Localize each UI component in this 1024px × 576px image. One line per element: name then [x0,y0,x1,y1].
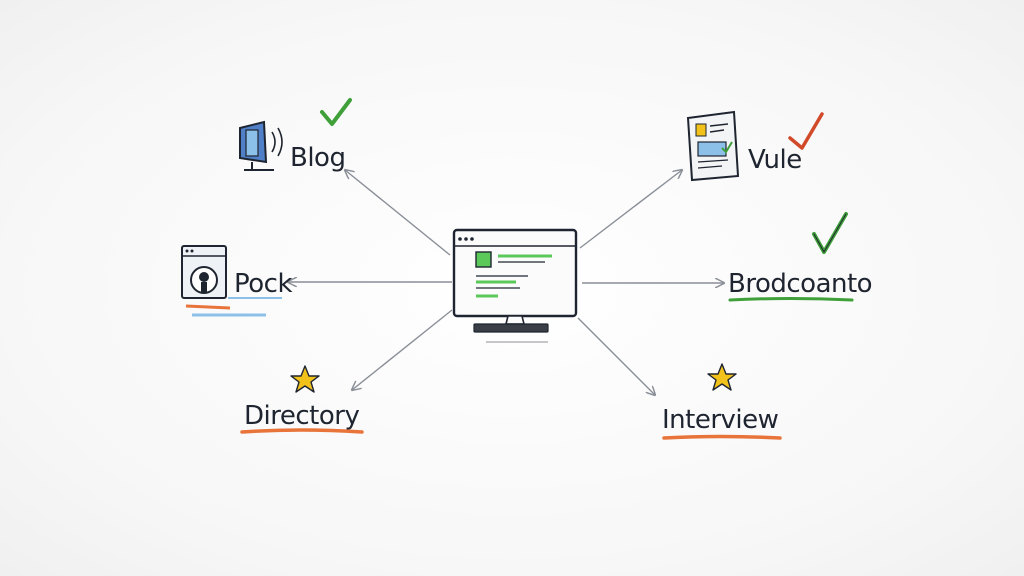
node-vule: Vule [686,110,824,182]
arrow-to-directory [352,309,453,390]
monitor-speaker-icon [239,120,283,171]
arrow-to-vule [579,170,682,249]
document-icon [686,110,740,182]
podcast-window-icon [181,245,227,299]
underline-orange [240,428,364,434]
node-directory: Directory [240,365,364,434]
node-interview: Interview [662,363,782,440]
check-icon [812,212,848,254]
underline-orange [185,304,231,310]
arrow-to-interview [577,317,655,395]
star-icon [290,365,320,393]
underline-green [728,297,854,302]
node-brodcoanto-label: Brodcoanto [728,269,872,299]
node-brodcoanto: Brodcoanto [728,212,873,302]
node-interview-label: Interview [662,405,779,435]
node-pod-label: Pock [234,269,292,299]
connector-arrows [288,170,724,395]
underline-orange [662,434,782,440]
arrow-to-blog [345,170,451,256]
node-pod: Pock [181,245,293,317]
star-icon [707,363,737,391]
check-icon [788,112,824,150]
computer-monitor-icon [452,228,578,343]
node-blog-label: Blog [290,143,345,173]
node-vule-label: Vule [748,145,802,175]
node-blog: Blog [239,98,352,173]
check-icon [320,98,352,126]
check-icon-outline [813,213,847,253]
node-directory-label: Directory [244,401,359,431]
